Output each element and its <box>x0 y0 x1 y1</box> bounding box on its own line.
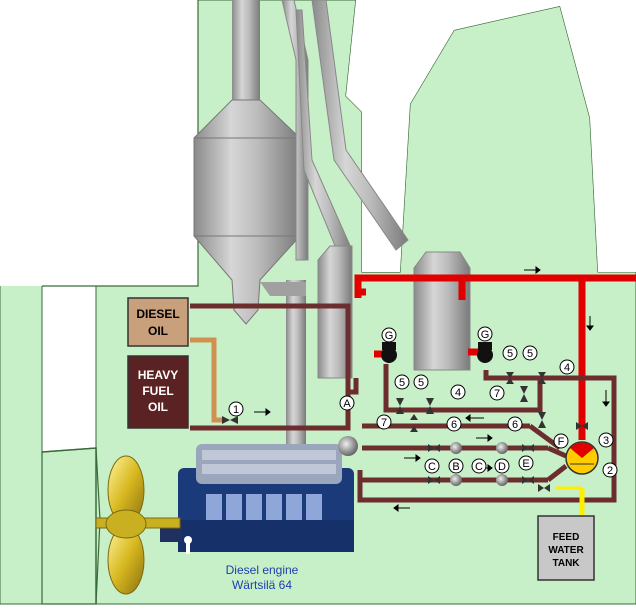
marker-7b: 7 <box>489 385 505 401</box>
diesel-oil-label-1: DIESEL <box>136 307 179 321</box>
valves <box>222 372 588 492</box>
feed-label-2: WATER <box>548 545 584 556</box>
svg-text:D: D <box>498 461 506 473</box>
engine-label-2: Wärtsilä 64 <box>232 578 292 592</box>
marker-D: D <box>494 458 510 474</box>
hull-outline <box>42 0 199 287</box>
engine-label-1: Diesel engine <box>226 563 299 577</box>
svg-text:5: 5 <box>399 377 405 389</box>
marker-E: E <box>518 455 534 471</box>
svg-text:2: 2 <box>607 465 613 477</box>
pump-d-lower <box>496 474 508 486</box>
exhaust-silencer <box>193 99 301 325</box>
svg-text:C: C <box>475 461 483 473</box>
marker-A: A <box>339 395 355 411</box>
svg-text:G: G <box>481 329 490 341</box>
exhaust-boiler-2 <box>413 251 471 371</box>
heat-exchanger-f <box>565 441 599 475</box>
svg-text:7: 7 <box>494 388 500 400</box>
marker-4b: 4 <box>559 359 575 375</box>
hfo-label-1: HEAVY <box>138 368 178 382</box>
feed-water-tank: FEED WATER TANK <box>537 515 595 581</box>
boiler-stack-2 <box>311 0 409 251</box>
svg-text:B: B <box>452 461 459 473</box>
heavy-fuel-oil-tank: HEAVY FUEL OIL <box>127 355 189 429</box>
marker-G2: G <box>477 326 493 342</box>
svg-text:4: 4 <box>455 387 461 399</box>
svg-text:E: E <box>522 458 529 470</box>
svg-text:5: 5 <box>507 348 513 360</box>
svg-text:6: 6 <box>451 419 457 431</box>
svg-text:3: 3 <box>603 435 609 447</box>
exhaust-bend <box>260 282 306 296</box>
pump-g1 <box>381 342 397 363</box>
marker-F: F <box>553 433 569 449</box>
svg-text:F: F <box>558 436 565 448</box>
exhaust-stack-upper <box>232 0 260 100</box>
diesel-oil-label-2: OIL <box>148 324 168 338</box>
diesel-engine <box>160 436 358 554</box>
marker-6b: 6 <box>507 416 523 432</box>
diesel-fuel-pipe <box>190 337 224 423</box>
feed-label-3: TANK <box>552 558 580 569</box>
svg-text:5: 5 <box>527 348 533 360</box>
flow-arrows <box>254 266 610 512</box>
svg-text:1: 1 <box>233 404 239 416</box>
pump-b-upper <box>450 442 462 454</box>
svg-text:C: C <box>428 461 436 473</box>
stern-structure <box>41 447 101 605</box>
sky-area <box>346 0 636 272</box>
marker-5c: 5 <box>502 345 518 361</box>
marker-3: 3 <box>598 432 614 448</box>
outside-area <box>0 0 198 286</box>
pump-g2 <box>477 342 493 363</box>
marker-6a: 6 <box>446 416 462 432</box>
svg-text:G: G <box>385 330 394 342</box>
marker-7a: 7 <box>376 414 392 430</box>
marker-5d: 5 <box>522 345 538 361</box>
hfo-label-2: FUEL <box>142 384 173 398</box>
hfo-label-3: OIL <box>148 400 168 414</box>
pump-b-lower <box>450 474 462 486</box>
exhaust-boiler-1 <box>317 245 353 379</box>
feed-label-1: FEED <box>553 532 580 543</box>
marker-C2: C <box>471 458 487 474</box>
pump-d-upper <box>496 442 508 454</box>
svg-text:7: 7 <box>381 417 387 429</box>
marker-1: 1 <box>228 401 244 417</box>
marker-C1: C <box>424 458 440 474</box>
svg-text:A: A <box>343 398 351 410</box>
svg-text:5: 5 <box>418 377 424 389</box>
marker-2: 2 <box>602 462 618 478</box>
marker-5b: 5 <box>413 374 429 390</box>
marker-G1: G <box>381 327 397 343</box>
marker-labels: 1 2 3 4 4 5 5 5 5 6 6 7 7 A B C C D E F … <box>228 326 618 478</box>
svg-text:6: 6 <box>512 419 518 431</box>
marker-B: B <box>448 458 464 474</box>
diesel-oil-tank: DIESEL OIL <box>127 297 189 347</box>
propeller <box>105 455 147 595</box>
exhaust-pipe-engine <box>286 280 306 450</box>
marker-5a: 5 <box>394 374 410 390</box>
svg-text:4: 4 <box>564 362 570 374</box>
marker-4a: 4 <box>450 384 466 400</box>
turbocharger <box>338 436 358 456</box>
